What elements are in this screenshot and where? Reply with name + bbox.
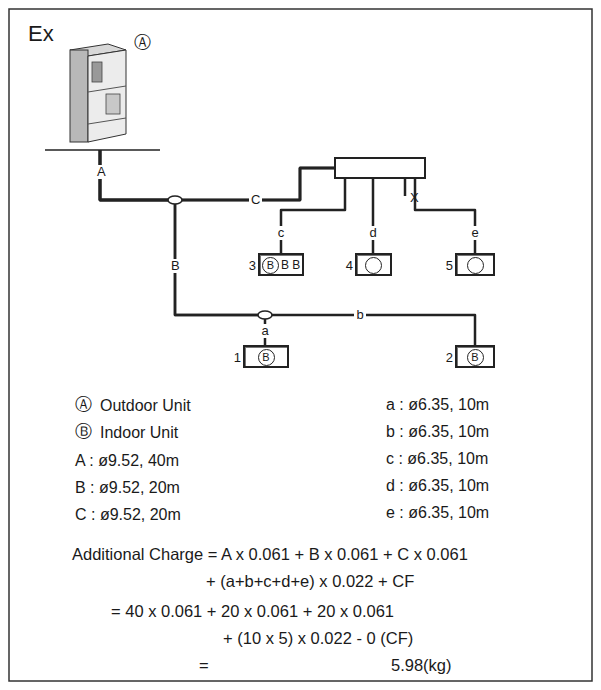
frame: [9, 9, 592, 681]
branch-joint: [168, 196, 182, 204]
pipe-spec: C : ø9.52, 20m: [75, 506, 181, 524]
ground-line: [45, 149, 160, 151]
pipe-letter: c: [276, 226, 287, 240]
indoor-unit: 2B: [455, 345, 495, 368]
refrigerant-pipe: [100, 150, 475, 345]
pipe-letter: C: [249, 193, 262, 207]
pipe-spec: d : ø6.35, 10m: [386, 477, 489, 495]
indoor-unit: 3BB B: [258, 253, 304, 276]
pipe-spec: B : ø9.52, 20m: [75, 479, 180, 497]
unit-symbol: B: [258, 349, 275, 366]
indoor-unit: 1B: [243, 345, 289, 368]
indoor-unit: 5: [455, 253, 495, 276]
unit-number: 3: [249, 259, 256, 272]
indoor-unit: 4: [355, 253, 392, 276]
formula-line: = 40 x 0.061 + 20 x 0.061 + 20 x 0.061: [111, 602, 394, 620]
unit-number: 1: [234, 351, 241, 364]
pipe-spec: e : ø6.35, 10m: [386, 504, 489, 522]
pipe-spec: a : ø6.35, 10m: [386, 396, 489, 414]
pipe-letter: A: [95, 165, 108, 179]
formula-result: 5.98(kg): [391, 656, 452, 674]
outdoor-unit-illustration: [45, 44, 160, 150]
unit-number: 2: [446, 351, 453, 364]
legend-text: Indoor Unit: [100, 424, 178, 442]
pipe-letter: b: [354, 308, 365, 322]
refrigerant-pipe: [100, 150, 373, 253]
legend-text: Outdoor Unit: [100, 397, 191, 415]
pipe-spec: b : ø6.35, 10m: [386, 423, 489, 441]
unit-mark: B B: [281, 259, 300, 271]
pipe-letter: X: [410, 191, 419, 205]
formula-line: Additional Charge = A x 0.061 + B x 0.06…: [72, 545, 468, 563]
pipe-spec: c : ø6.35, 10m: [386, 450, 488, 468]
unit-number: 5: [446, 259, 453, 272]
refrigerant-pipe: [100, 150, 475, 253]
legend-symbol: Ⓑ: [75, 423, 92, 442]
refrigerant-pipe: [100, 150, 345, 253]
outdoor-unit: Ⓐ: [62, 40, 128, 150]
unit-number: 4: [346, 259, 353, 272]
stub-pipe: [404, 178, 407, 196]
formula-line: + (10 x 5) x 0.022 - 0 (CF): [223, 629, 413, 647]
pipe-spec: A : ø9.52, 40m: [75, 452, 179, 470]
unit-symbol: B: [262, 257, 279, 274]
formula-line: =: [199, 656, 209, 674]
unit-circle: [365, 257, 382, 274]
formula-line: + (a+b+c+d+e) x 0.022 + CF: [206, 572, 414, 590]
distribution-header: [335, 158, 425, 178]
figure-tag: Ex: [28, 22, 54, 46]
legend-symbol: Ⓐ: [75, 396, 92, 415]
unit-circle: [467, 257, 484, 274]
unit-symbol: B: [467, 349, 484, 366]
pipe-letter: a: [259, 324, 270, 338]
pipe-letter: e: [469, 226, 480, 240]
pipe-letter: B: [169, 259, 182, 273]
pipe-letter: d: [367, 226, 378, 240]
branch-joint: [258, 311, 272, 319]
unit-symbol: Ⓐ: [134, 34, 151, 53]
